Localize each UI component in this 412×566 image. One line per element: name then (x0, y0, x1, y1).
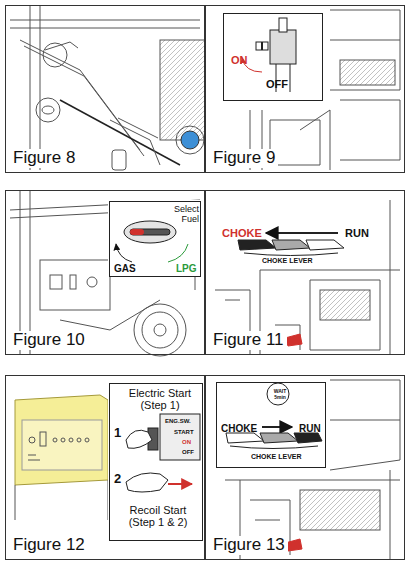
inset-label: CHOKE LEVER (251, 453, 302, 461)
inset-label: Select Fuel (167, 205, 199, 225)
inset-label: RUN (299, 423, 321, 434)
inset-label: 2 (114, 472, 121, 486)
inset-box: ON OFF (223, 13, 323, 101)
figure-number: Figure 9 (210, 149, 278, 168)
inset-box: Electric Start (Step 1) 1 ENG.SW. START ON OF… (109, 383, 203, 541)
inset-label: 1 (114, 426, 121, 440)
lever-label: CHOKE (222, 227, 262, 239)
figure-panel: Figure 9 ON OFF (205, 5, 405, 173)
lever-label: CHOKE LEVER (262, 257, 313, 265)
inset-label: ON (182, 439, 191, 446)
figure-panel: Figure 11 (205, 190, 405, 355)
figure-number: Figure 12 (10, 536, 88, 555)
inset-label: LPG (176, 263, 197, 274)
figure-number: Figure 11 (210, 331, 287, 350)
inset-label: OFF (266, 78, 288, 90)
figure-number: Figure 13 (210, 536, 288, 555)
figure-number: Figure 10 (10, 331, 88, 350)
inset-label: ON (231, 54, 248, 66)
inset-label: Electric Start (Step 1) (119, 387, 201, 411)
inset-label: OFF (182, 449, 194, 456)
inset-box: WAIT 5minCHOKE RUN CHOKE LEVER (216, 382, 326, 468)
figure-number: Figure 8 (10, 149, 78, 168)
inset-label: GAS (114, 263, 136, 274)
figure-panel: Figure 8 (5, 5, 205, 173)
inset-label: ENG.SW. (165, 418, 191, 425)
inset-box: Select FuelGAS LPG (109, 201, 201, 277)
figure-panel: Figure 10 Select FuelGAS LPG (5, 190, 205, 355)
inset-label: Recoil Start (Step 1 & 2) (116, 504, 200, 528)
inset-label: CHOKE (221, 423, 257, 434)
inset-label: WAIT 5min (270, 389, 290, 400)
inset-label: START (174, 429, 194, 436)
lever-label: RUN (345, 227, 369, 239)
figure-panel: Figure 12 Electric Start (Step 1) 1 ENG.SW.… (5, 375, 205, 560)
figure-panel: Figure 13 WAIT 5minCHOKE RUN CHOKE LEVER (205, 375, 405, 560)
